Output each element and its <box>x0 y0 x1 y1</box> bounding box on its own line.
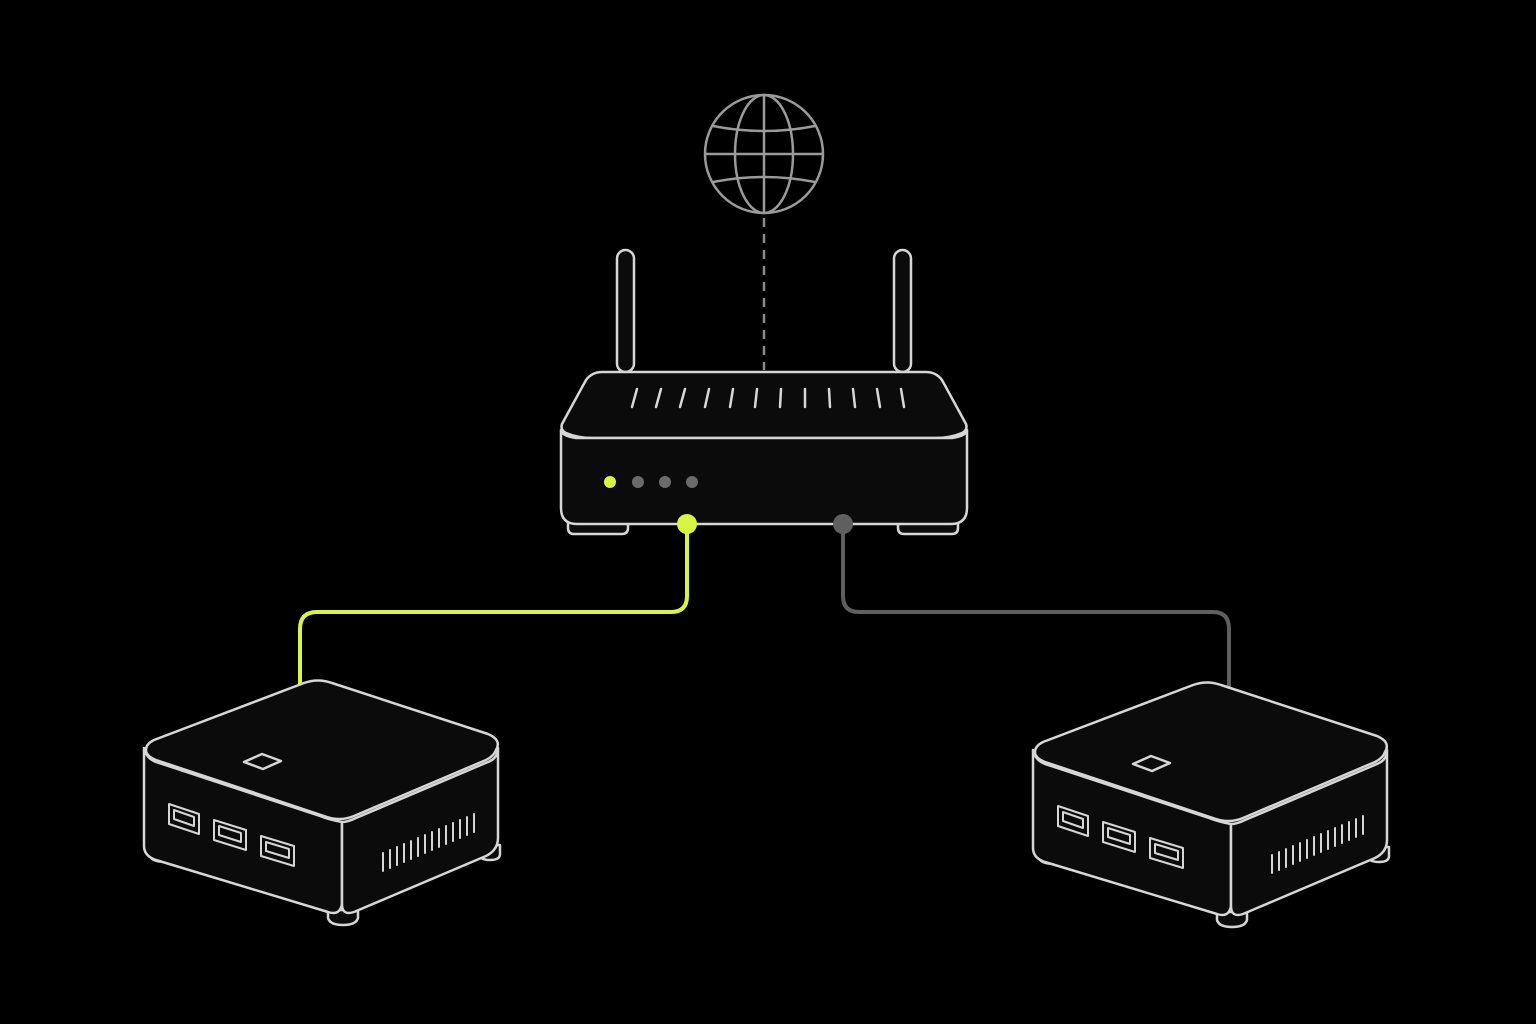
led-4-icon <box>686 476 698 488</box>
computer-right <box>1031 681 1391 929</box>
mini-pc-icon <box>142 679 502 927</box>
led-2-icon <box>632 476 644 488</box>
computer-left <box>142 679 502 927</box>
router-top-face <box>560 370 968 440</box>
active-port-icon <box>677 514 697 534</box>
router-status-leds <box>604 476 698 488</box>
router-antenna-left <box>615 248 636 374</box>
active-cable <box>298 522 689 692</box>
led-power-icon <box>604 476 616 488</box>
router-antenna-right <box>892 248 913 374</box>
mini-pc-icon <box>1031 681 1391 929</box>
router-vents <box>630 387 906 409</box>
usb-ports <box>1057 805 1184 869</box>
router-icon <box>559 248 969 536</box>
inactive-port-icon <box>833 514 853 534</box>
led-3-icon <box>659 476 671 488</box>
globe-icon <box>703 93 825 215</box>
side-vents <box>1271 815 1364 874</box>
inactive-cable <box>841 522 1231 694</box>
router-front-face <box>559 428 969 526</box>
usb-ports <box>168 803 295 867</box>
side-vents <box>382 813 475 872</box>
